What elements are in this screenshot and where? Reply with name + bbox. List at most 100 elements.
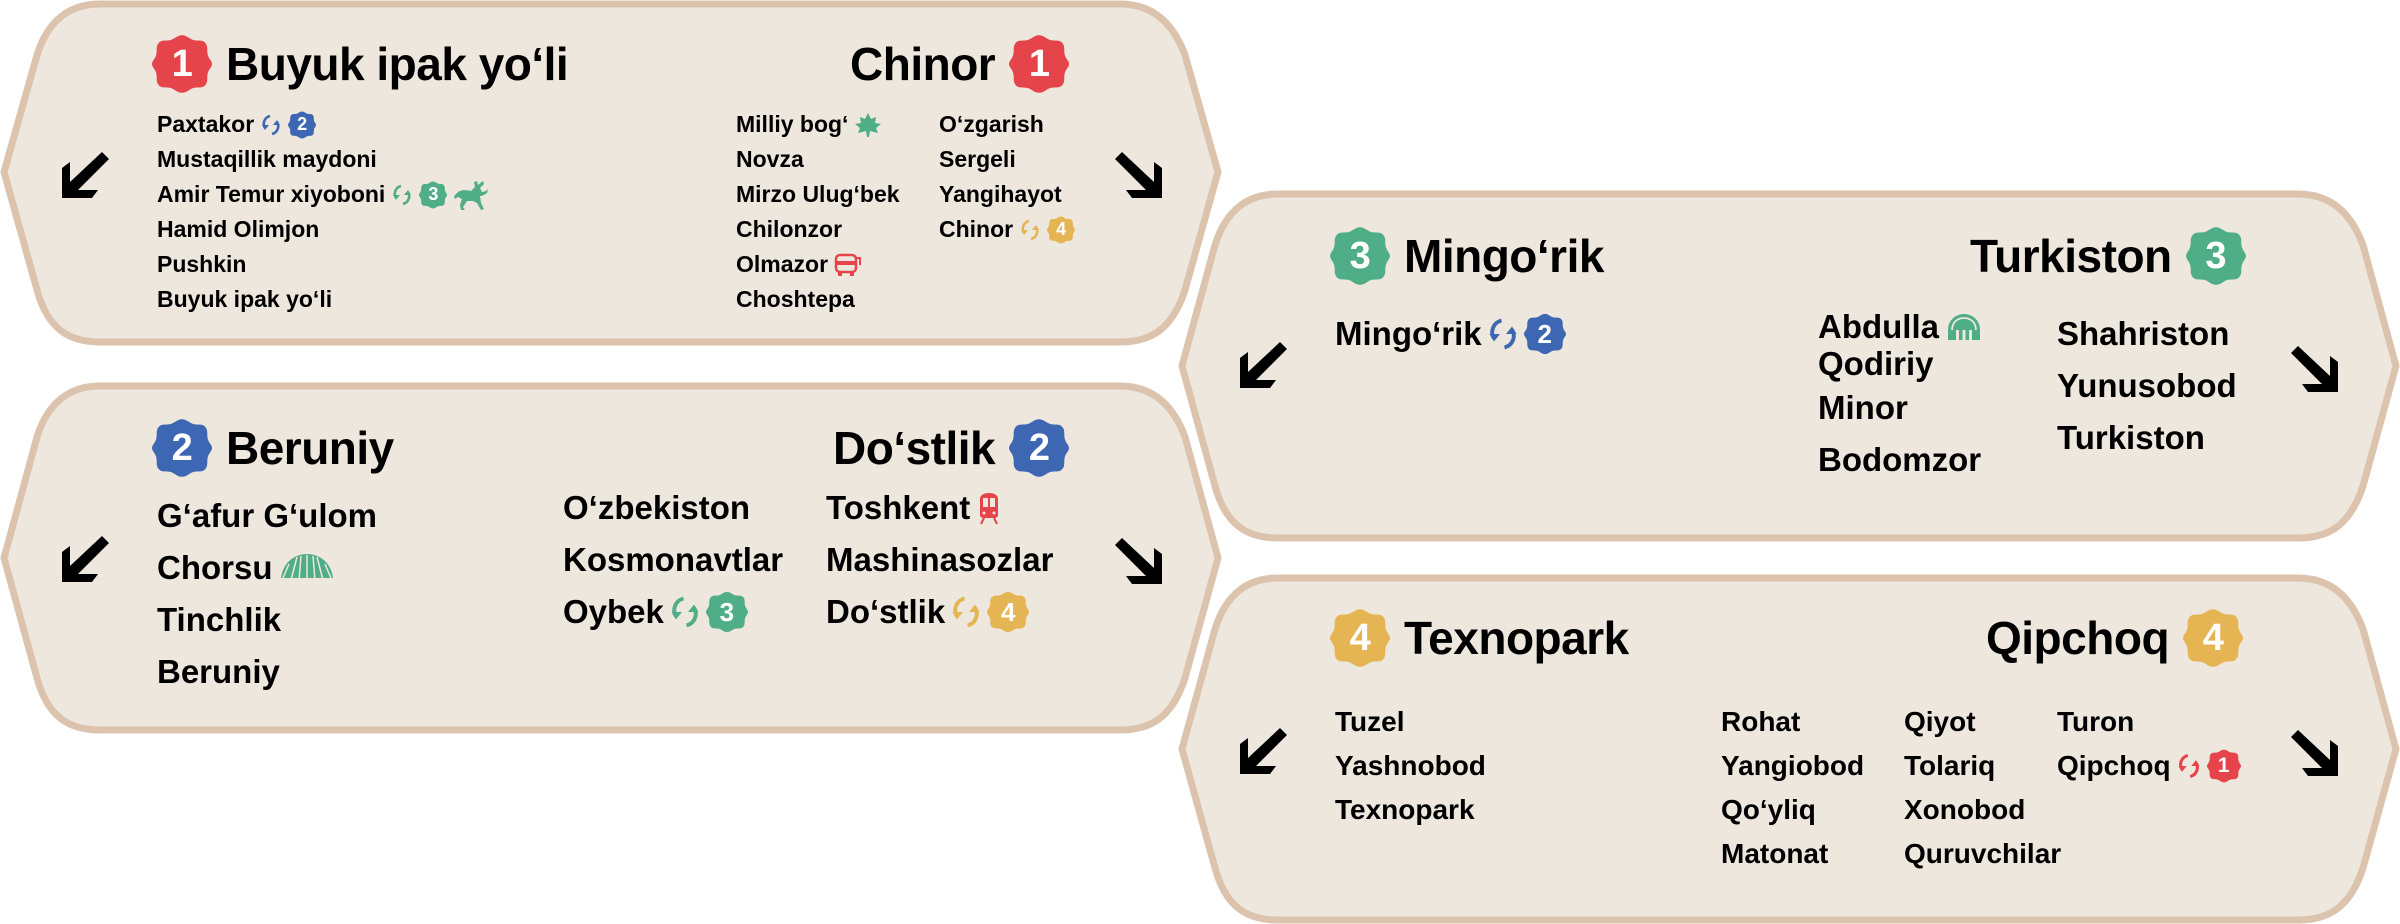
line-4-badge: 4 [2183,608,2244,668]
arrow-down-right-icon [2291,346,2338,392]
line-2-direction-panel: 2 Beruniy Do‘stlik 2 G‘afur G‘ulom Chors… [0,382,1222,734]
station-turon[interactable]: Turon [2057,706,2135,737]
line-3-badge: 3 [2185,226,2246,286]
station-buyuk-ipak-yoli[interactable]: Buyuk ipak yo‘li [157,286,333,312]
panel-background [1178,190,2400,542]
station-tinchlik[interactable]: Tinchlik [157,601,282,638]
station-yashnobod[interactable]: Yashnobod [1335,750,1486,781]
station-ozbekiston[interactable]: O‘zbekiston [563,489,751,526]
station-shahriston[interactable]: Shahriston [2057,315,2230,352]
station-olmazor[interactable]: Olmazor [736,247,900,282]
right-station-list-2: O‘zgarish Sergeli Yangihayot Chinor 4 [939,107,1076,247]
maple-leaf-icon [855,112,882,137]
line-1-badge: 1 [152,34,212,94]
left-terminal-title: 1 Buyuk ipak yo‘li [152,34,569,94]
arch-icon [1948,314,1980,340]
station-dostlik[interactable]: Do‘stlik 4 [826,586,1053,638]
station-sergeli[interactable]: Sergeli [939,146,1016,172]
transfer-arrows-icon [260,114,282,135]
line-3-direction-panel: 3 Mingo‘rik Turkiston 3 Mingo‘rik 2 Abdu… [1178,190,2400,542]
station-gafur-gulom[interactable]: G‘afur G‘ulom [157,497,378,534]
arrow-down-left-icon [62,536,109,582]
station-qiyot[interactable]: Qiyot [1904,706,1976,737]
station-amir-temur-xiyoboni[interactable]: Amir Temur xiyoboni 3 [157,177,489,212]
station-ozgarish[interactable]: O‘zgarish [939,111,1044,137]
amir-temur-monument-icon [454,180,489,210]
right-station-list-3: Turon Qipchoq 1 [2057,700,2241,788]
right-station-list-2: Toshkent Mashinasozlar Do‘stlik 4 [826,482,1053,638]
station-tolariq[interactable]: Tolariq [1904,750,1996,781]
station-mashinasozlar[interactable]: Mashinasozlar [826,541,1054,578]
transfer-arrows-icon [2176,753,2201,779]
transfer-arrows-icon [951,596,982,628]
line-2-badge: 2 [1009,418,1070,478]
arrow-down-right-icon [1115,538,1162,584]
line-4-badge: 4 [1047,216,1076,244]
station-milliy-bog[interactable]: Milliy bog‘ [736,107,900,142]
station-qipchoq[interactable]: Qipchoq 1 [2057,744,2241,788]
right-station-list-2: Qiyot Tolariq Xonobod Quruvchilar [1904,700,2061,876]
right-terminal-title: Chinor 1 [850,34,1070,94]
right-station-list-2: Shahriston Yunusobod Turkiston [2057,308,2237,464]
transfer-arrows-icon [392,184,413,205]
panel-background [0,0,1222,346]
station-xonobod[interactable]: Xonobod [1904,794,2026,825]
station-paxtakor[interactable]: Paxtakor 2 [157,107,489,142]
station-beruniy[interactable]: Beruniy [157,653,280,690]
station-hamid-olimjon[interactable]: Hamid Olimjon [157,216,320,242]
line-3-badge: 3 [705,591,748,633]
right-terminal-title: Qipchoq 4 [1986,608,2244,668]
station-pushkin[interactable]: Pushkin [157,251,247,277]
line-3-badge: 3 [1330,226,1390,286]
right-terminal-title: Turkiston 3 [1970,226,2246,286]
transfer-arrows-icon [669,596,700,628]
station-chorsu[interactable]: Chorsu [157,542,377,594]
station-yangiobod[interactable]: Yangiobod [1721,750,1865,781]
panel-background [1178,574,2400,924]
line-3-badge: 3 [419,181,448,209]
line-1-badge: 1 [1009,34,1070,94]
left-station-list: G‘afur G‘ulom Chorsu Tinchlik Beruniy [157,490,377,698]
arrow-down-left-icon [62,152,109,198]
station-chinor[interactable]: Chinor 4 [939,212,1076,247]
station-minor[interactable]: Minor [1818,389,1908,426]
transfer-arrows-icon [1019,219,1041,240]
line-1-badge: 1 [2206,749,2241,783]
arrow-down-right-icon [2291,730,2338,776]
line-4-badge: 4 [1330,608,1390,668]
station-mustaqillik-maydoni[interactable]: Mustaqillik maydoni [157,146,377,172]
right-station-list-1: O‘zbekiston Kosmonavtlar Oybek 3 [563,482,783,638]
station-mirzo-ulugbek[interactable]: Mirzo Ulug‘bek [736,181,900,207]
left-station-list: Mingo‘rik 2 [1335,308,1566,360]
station-yangihayot[interactable]: Yangihayot [939,181,1062,207]
station-rohat[interactable]: Rohat [1721,706,1801,737]
station-texnopark[interactable]: Texnopark [1335,794,1475,825]
station-turkiston[interactable]: Turkiston [2057,419,2205,456]
left-station-list: Tuzel Yashnobod Texnopark [1335,700,1486,832]
left-terminal-title: 3 Mingo‘rik [1330,226,1604,286]
station-yunusobod[interactable]: Yunusobod [2057,367,2237,404]
station-quruvchilar[interactable]: Quruvchilar [1904,838,2062,869]
arrow-down-left-icon [1240,342,1287,388]
station-chilonzor[interactable]: Chilonzor [736,216,843,242]
station-qoyliq[interactable]: Qo‘yliq [1721,794,1816,825]
station-choshtepa[interactable]: Choshtepa [736,286,855,312]
left-terminal-title: 2 Beruniy [152,418,394,478]
line-4-badge: 4 [987,591,1030,633]
station-bodomzor[interactable]: Bodomzor [1818,441,1982,478]
station-toshkent[interactable]: Toshkent [826,482,1053,534]
station-novza[interactable]: Novza [736,146,804,172]
line-2-badge: 2 [152,418,212,478]
line-2-badge: 2 [1523,313,1566,355]
right-station-list-1: Milliy bog‘ Novza Mirzo Ulug‘bek Chilonz… [736,107,900,317]
left-station-list: Paxtakor 2 Mustaqillik maydoni Amir Temu… [157,107,489,317]
station-mingorik[interactable]: Mingo‘rik 2 [1335,308,1566,360]
station-oybek[interactable]: Oybek 3 [563,586,783,638]
station-matonat[interactable]: Matonat [1721,838,1829,869]
station-abdulla-qodiriy[interactable]: Abdulla Qodiriy [1818,308,1984,382]
arrow-down-left-icon [1240,728,1287,774]
station-tuzel[interactable]: Tuzel [1335,706,1405,737]
station-kosmonavtlar[interactable]: Kosmonavtlar [563,541,784,578]
bus-icon [834,253,862,276]
line-4-direction-panel: 4 Texnopark Qipchoq 4 Tuzel Yashnobod Te… [1178,574,2400,924]
